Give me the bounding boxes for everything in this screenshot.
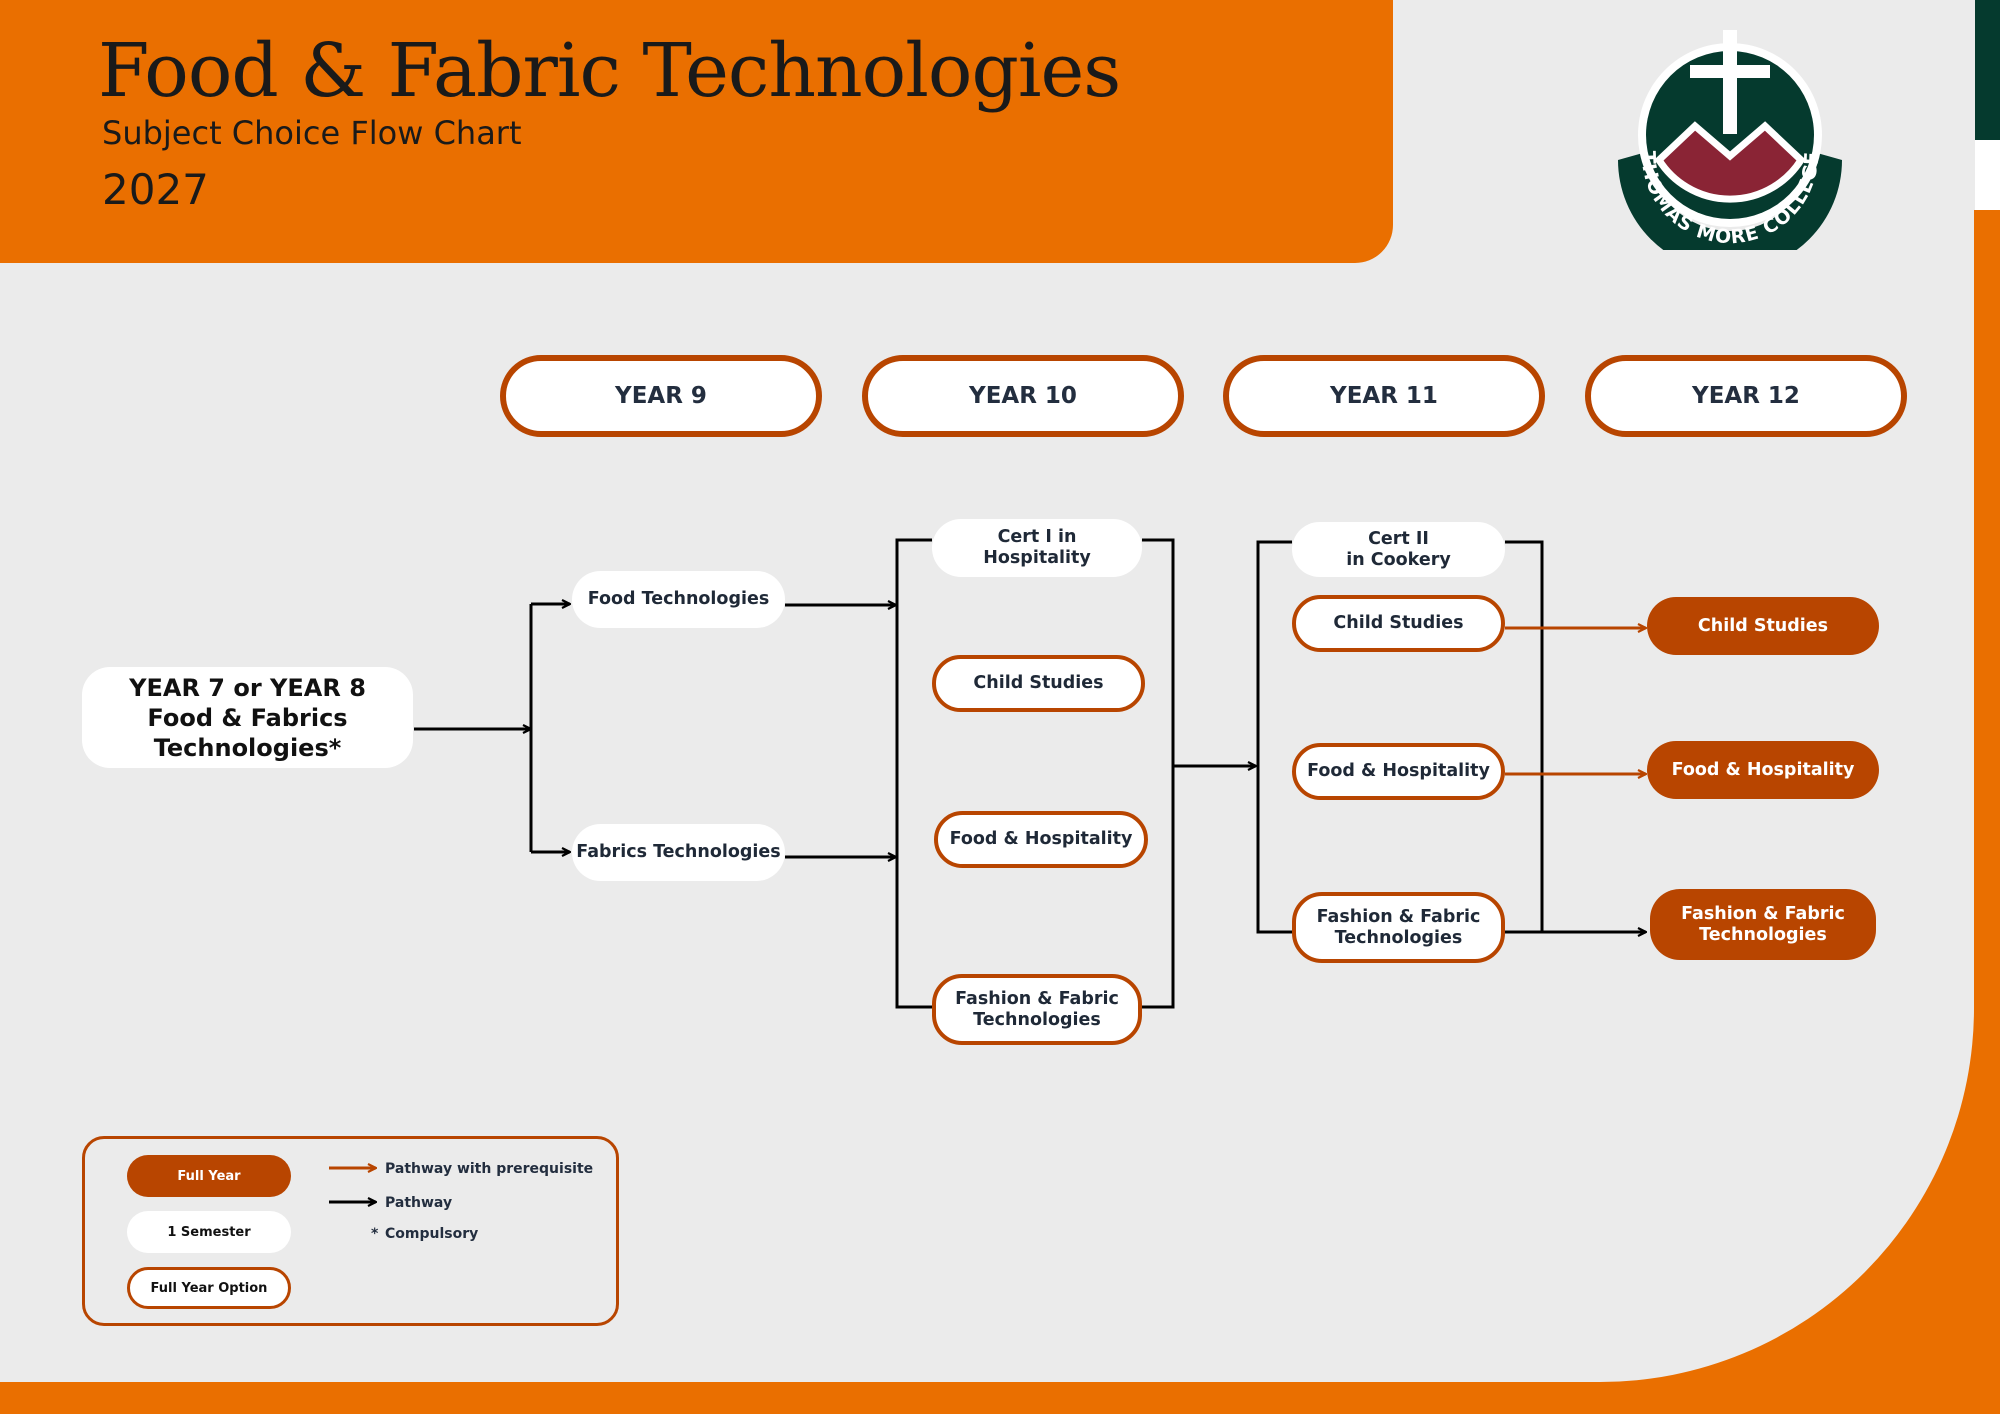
legend-compulsory-label: Compulsory (385, 1226, 479, 1242)
year9-fabrics-technologies: Fabrics Technologies (572, 824, 785, 881)
bracket-year10-left (895, 538, 932, 1009)
year-9-header: YEAR 9 (500, 355, 822, 437)
white-stripe (1975, 140, 2000, 210)
bottom-orange-bar (0, 1382, 2000, 1414)
year12-child-studies: Child Studies (1647, 597, 1879, 655)
legend-semester: 1 Semester (127, 1211, 291, 1253)
year12-fashion-fabric-technologies: Fashion & Fabric Technologies (1650, 889, 1876, 960)
legend-box: Full Year 1 Semester Full Year Option Pa… (82, 1136, 619, 1326)
year11-fashion-fabric-technologies: Fashion & Fabric Technologies (1292, 892, 1505, 963)
year10-food-hospitality: Food & Hospitality (934, 811, 1148, 868)
page-title: Food & Fabric Technologies (98, 28, 1121, 114)
header-banner (0, 0, 1393, 263)
year11-food-hospitality: Food & Hospitality (1292, 743, 1505, 800)
year11-child-studies: Child Studies (1292, 595, 1505, 652)
legend-pathway-label: Pathway (385, 1195, 453, 1211)
year12-food-hospitality: Food & Hospitality (1647, 741, 1879, 799)
page-subtitle: Subject Choice Flow Chart (102, 114, 522, 152)
year10-child-studies: Child Studies (932, 655, 1145, 712)
year10-cert-i-hospitality: Cert I in Hospitality (932, 519, 1142, 577)
year-12-header: YEAR 12 (1585, 355, 1907, 437)
year-11-header: YEAR 11 (1223, 355, 1545, 437)
green-stripe (1975, 0, 2000, 140)
legend-prereq-label: Pathway with prerequisite (385, 1161, 594, 1177)
logo-mountain (1654, 121, 1806, 203)
year10-fashion-fabric-technologies: Fashion & Fabric Technologies (932, 974, 1142, 1045)
logo-cross-horizontal (1690, 65, 1770, 78)
college-logo: THOMAS MORE COLLEGE (1618, 30, 1842, 250)
legend-full-year-option: Full Year Option (127, 1267, 291, 1309)
year11-cert-ii-cookery: Cert II in Cookery (1292, 522, 1505, 577)
start-year7-8-box: YEAR 7 or YEAR 8 Food & Fabrics Technolo… (82, 667, 413, 768)
bracket-year10-right (1142, 538, 1175, 1009)
logo-cross-vertical (1723, 30, 1737, 134)
bracket-year11-right (1505, 540, 1544, 934)
legend-asterisk: * (371, 1226, 379, 1242)
legend-full-year: Full Year (127, 1155, 291, 1197)
year-10-header: YEAR 10 (862, 355, 1184, 437)
page-year: 2027 (102, 165, 209, 214)
year9-food-technologies: Food Technologies (572, 571, 785, 628)
bracket-year11-left (1256, 540, 1292, 934)
